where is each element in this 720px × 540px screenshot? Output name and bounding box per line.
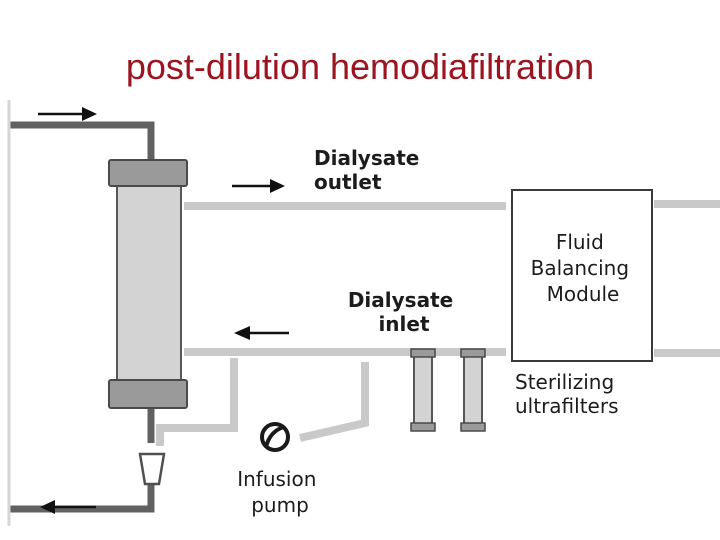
fluid-balancing-module xyxy=(511,189,653,362)
sterilizing-ultrafilters-label: Sterilizing ultrafilters xyxy=(515,370,621,418)
ultrafilter-icon xyxy=(410,348,436,432)
dialysate-inlet-label: Dialysate inlet xyxy=(348,288,460,336)
fluid-balancing-module-label: Fluid Balancing Module xyxy=(531,230,636,306)
blood-line xyxy=(8,121,155,513)
dialyzer-icon xyxy=(108,159,188,409)
pump-icon xyxy=(260,422,290,452)
slide-title: post-dilution hemodiafiltration xyxy=(125,46,595,87)
ultrafilter-icon xyxy=(460,348,486,432)
arrow-left-icon xyxy=(40,500,96,514)
infusion-pump-label: Infusion pump xyxy=(237,467,323,517)
drip-chamber-icon xyxy=(138,452,166,486)
arrow-right-icon xyxy=(232,179,285,193)
arrow-right-icon xyxy=(38,107,97,121)
hdf-diagram: Dialysate outlet Dialysate inlet Fluid B… xyxy=(7,100,720,526)
light-tubing xyxy=(156,200,720,446)
dialysate-outlet-label: Dialysate outlet xyxy=(314,146,426,194)
arrow-left-icon xyxy=(234,326,289,340)
